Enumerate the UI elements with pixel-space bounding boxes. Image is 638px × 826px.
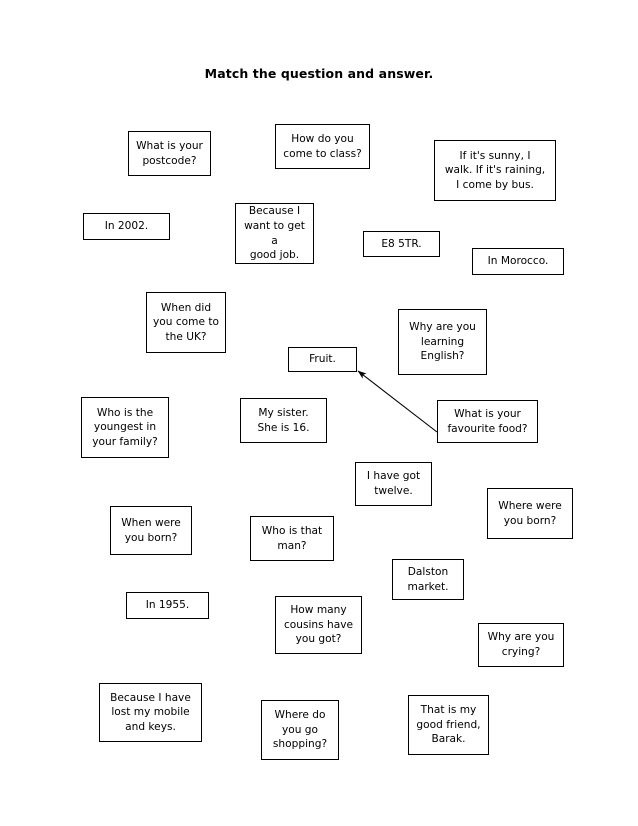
card-label: In 2002. xyxy=(104,220,149,233)
card-label: When did you come to the UK? xyxy=(153,301,219,343)
card-label: In Morocco. xyxy=(487,255,549,268)
card-where-do-you-go-shopping[interactable]: Where do you go shopping? xyxy=(261,700,339,760)
card-label: What is your favourite food? xyxy=(447,407,528,435)
card-when-were-you-born[interactable]: When were you born? xyxy=(110,506,192,555)
card-label: Because I want to get a good job. xyxy=(244,205,305,262)
card-label: Who is that man? xyxy=(261,524,323,552)
card-label: Fruit. xyxy=(309,353,336,366)
card-when-did-you-come-to-uk[interactable]: When did you come to the UK? xyxy=(146,292,226,353)
card-label: Who is the youngest in your family? xyxy=(92,406,158,448)
card-in-morocco[interactable]: In Morocco. xyxy=(472,248,564,275)
card-e8-5tr[interactable]: E8 5TR. xyxy=(363,231,440,257)
page-title: Match the question and answer. xyxy=(204,66,434,81)
card-what-is-your-postcode[interactable]: What is your postcode? xyxy=(128,131,211,176)
card-in-2002[interactable]: In 2002. xyxy=(83,213,170,240)
card-how-do-you-come-to-class[interactable]: How do you come to class? xyxy=(275,124,370,169)
card-who-is-youngest-in-family[interactable]: Who is the youngest in your family? xyxy=(81,397,169,458)
card-that-is-my-good-friend[interactable]: That is my good friend, Barak. xyxy=(408,695,489,755)
card-label: How many cousins have you got? xyxy=(283,604,354,646)
card-dalston-market[interactable]: Dalston market. xyxy=(392,559,464,600)
card-label: E8 5TR. xyxy=(381,237,422,250)
card-i-have-got-twelve[interactable]: I have got twelve. xyxy=(355,462,432,506)
card-label: Where were you born? xyxy=(498,499,562,527)
card-fruit[interactable]: Fruit. xyxy=(288,347,357,372)
card-if-its-sunny-i-walk[interactable]: If it's sunny, I walk. If it's raining, … xyxy=(434,140,556,201)
card-label: My sister. She is 16. xyxy=(257,406,310,434)
card-label: When were you born? xyxy=(121,516,181,544)
card-label: If it's sunny, I walk. If it's raining, … xyxy=(444,149,546,191)
card-how-many-cousins-have-you-got[interactable]: How many cousins have you got? xyxy=(275,596,362,654)
card-label: Dalston market. xyxy=(407,565,449,593)
card-what-is-your-favourite-food[interactable]: What is your favourite food? xyxy=(437,400,538,443)
card-label: What is your postcode? xyxy=(136,139,203,167)
card-label: Because I have lost my mobile and keys. xyxy=(110,691,191,733)
card-where-were-you-born[interactable]: Where were you born? xyxy=(487,488,573,539)
card-because-i-have-lost-mobile[interactable]: Because I have lost my mobile and keys. xyxy=(99,683,202,742)
card-label: That is my good friend, Barak. xyxy=(416,704,481,746)
card-label: In 1955. xyxy=(145,599,190,612)
card-why-are-you-crying[interactable]: Why are you crying? xyxy=(478,623,564,667)
card-label: Why are you crying? xyxy=(487,631,555,658)
card-my-sister-she-is-16[interactable]: My sister. She is 16. xyxy=(240,398,327,443)
card-why-are-you-learning-english[interactable]: Why are you learning English? xyxy=(398,309,487,375)
card-label: Why are you learning English? xyxy=(409,321,476,363)
card-because-i-want-good-job[interactable]: Because I want to get a good job. xyxy=(235,203,314,264)
card-label: How do you come to class? xyxy=(283,132,362,160)
card-who-is-that-man[interactable]: Who is that man? xyxy=(250,516,334,561)
card-label: I have got twelve. xyxy=(366,470,421,497)
connector-favourite-food-to-fruit[interactable] xyxy=(357,370,438,433)
card-in-1955[interactable]: In 1955. xyxy=(126,592,209,619)
card-label: Where do you go shopping? xyxy=(272,709,328,751)
